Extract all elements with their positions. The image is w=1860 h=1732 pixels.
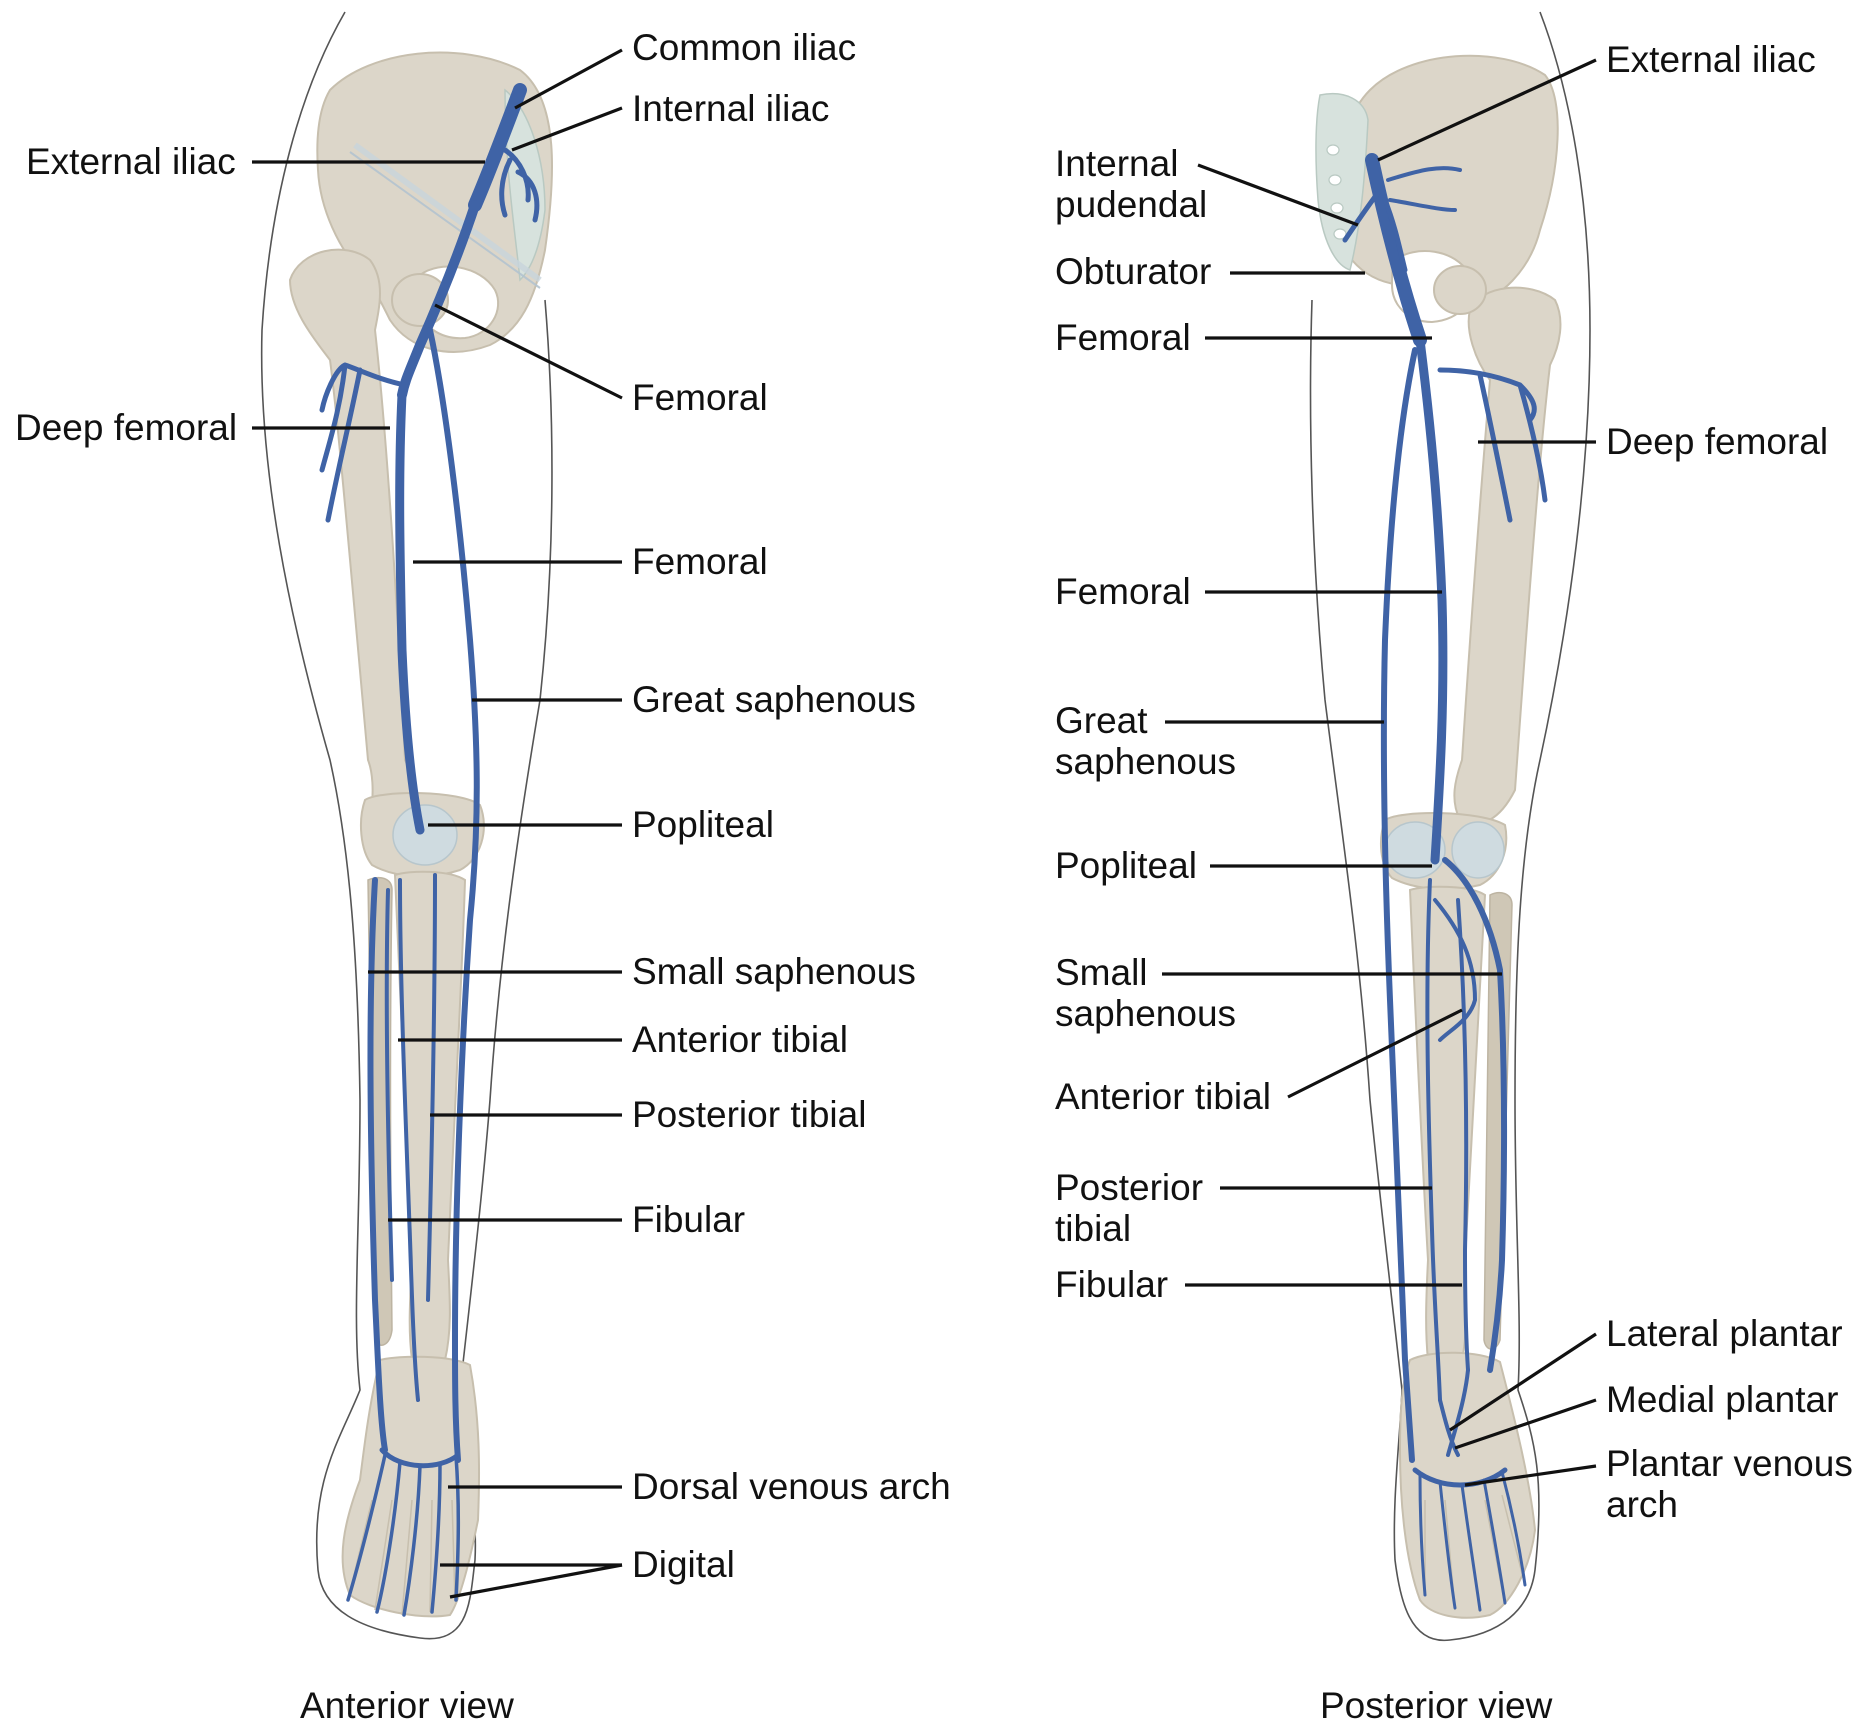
anterior-label-femoral-mid: Femoral: [632, 541, 768, 582]
posterior-plantar-digital-veins: [1418, 1470, 1527, 1612]
posterior-femur: [1453, 286, 1562, 825]
posterior-fibula: [1483, 892, 1513, 1350]
posterior-label-femoral-mid: Femoral: [1055, 571, 1191, 612]
posterior-obturator-vein: [1386, 166, 1462, 212]
anterior-skin-outline: [260, 11, 553, 1640]
anterior-label-posterior-tibial: Posterior tibial: [632, 1094, 866, 1135]
posterior-label-great-saphenous-2: saphenous: [1055, 741, 1236, 782]
posterior-label-plantar-venous-arch-1: Plantar venous: [1606, 1443, 1853, 1484]
posterior-external-iliac-vein: [1365, 153, 1427, 347]
posterior-label-obturator: Obturator: [1055, 251, 1211, 292]
posterior-label-internal-pudendal-1: Internal: [1055, 143, 1178, 184]
posterior-label-lateral-plantar: Lateral plantar: [1606, 1313, 1843, 1354]
anterior-label-external-iliac: External iliac: [26, 141, 236, 182]
anterior-internal-iliac-vein: [499, 147, 540, 223]
posterior-internal-pudendal-vein: [1342, 187, 1408, 273]
anterior-label-common-iliac: Common iliac: [632, 27, 856, 68]
anterior-caption: Anterior view: [300, 1685, 514, 1726]
anterior-posterior-tibial-vein: [426, 873, 437, 1302]
posterior-fibular-vein: [1456, 898, 1470, 1372]
posterior-lateral-plantar-vein: [1438, 1398, 1460, 1457]
anterior-inguinal-ligament: [353, 142, 542, 283]
posterior-label-anterior-tibial: Anterior tibial: [1055, 1076, 1271, 1117]
posterior-anterior-tibial-vein: [1433, 898, 1477, 1042]
anterior-label-dorsal-venous-arch: Dorsal venous arch: [632, 1466, 951, 1507]
posterior-small-saphenous-vein: [1442, 857, 1508, 1373]
anterior-common-iliac-vein: [468, 83, 527, 212]
posterior-femoral-vein: [1415, 335, 1448, 865]
posterior-tibia: [1408, 885, 1487, 1361]
anterior-label-anterior-tibial: Anterior tibial: [632, 1019, 848, 1060]
anterior-deep-femoral-vein: [319, 362, 408, 523]
anterior-external-iliac-vein: [397, 200, 480, 400]
posterior-great-saphenous-vein: [1380, 347, 1418, 1463]
posterior-caption: Posterior view: [1320, 1685, 1553, 1726]
anterior-small-saphenous-vein: [367, 877, 388, 1453]
anterior-femoral-vein: [395, 390, 425, 835]
posterior-label-fibular: Fibular: [1055, 1264, 1168, 1305]
anterior-label-internal-iliac: Internal iliac: [632, 88, 829, 129]
posterior-femoral-head: [1433, 265, 1487, 315]
posterior-posterior-tibial-vein: [1425, 878, 1442, 1402]
posterior-label-posterior-tibial-2: tibial: [1055, 1208, 1131, 1249]
anterior-label-femoral-upper: Femoral: [632, 377, 768, 418]
posterior-medial-plantar-vein: [1446, 1368, 1470, 1457]
anterior-leg-illustration: Common iliac Internal iliac External ili…: [15, 11, 951, 1726]
anterior-great-saphenous-vein: [427, 327, 480, 1463]
anterior-patella: [392, 804, 458, 866]
anterior-leader-lines: [252, 48, 623, 1599]
anterior-label-small-saphenous: Small saphenous: [632, 951, 916, 992]
posterior-veins: [1342, 153, 1548, 1612]
anterior-label-digital: Digital: [632, 1544, 735, 1585]
posterior-label-plantar-venous-arch-2: arch: [1606, 1484, 1678, 1525]
posterior-label-popliteal: Popliteal: [1055, 845, 1197, 886]
posterior-leader-lines: [1162, 58, 1597, 1487]
posterior-label-internal-pudendal-2: pudendal: [1055, 184, 1207, 225]
posterior-label-posterior-tibial-1: Posterior: [1055, 1167, 1203, 1208]
posterior-label-external-iliac: External iliac: [1606, 39, 1816, 80]
posterior-sacral-foramina: [1326, 144, 1347, 240]
posterior-plantar-venous-arch: [1412, 1467, 1508, 1488]
posterior-label-great-saphenous-1: Great: [1055, 700, 1148, 741]
posterior-leg-illustration: External iliac Internal pudendal Obturat…: [1055, 11, 1853, 1726]
posterior-label-small-saphenous-2: saphenous: [1055, 993, 1236, 1034]
anterior-digital-veins: [346, 1453, 461, 1617]
anterior-label-fibular: Fibular: [632, 1199, 745, 1240]
posterior-label-femoral-upper: Femoral: [1055, 317, 1191, 358]
posterior-condyle-medial: [1451, 821, 1505, 879]
anterior-label-deep-femoral: Deep femoral: [15, 407, 237, 448]
posterior-label-deep-femoral: Deep femoral: [1606, 421, 1828, 462]
anterior-anterior-tibial-vein: [398, 878, 420, 1402]
posterior-label-medial-plantar: Medial plantar: [1606, 1379, 1838, 1420]
anterior-veins: [319, 83, 540, 1617]
posterior-label-small-saphenous-1: Small: [1055, 952, 1148, 993]
posterior-skin-outline: [1309, 11, 1591, 1642]
anterior-fibular-vein: [384, 888, 394, 1282]
anterior-label-popliteal: Popliteal: [632, 804, 774, 845]
anterior-foot: [341, 1355, 481, 1618]
anterior-label-great-saphenous: Great saphenous: [632, 679, 916, 720]
anterior-ligament-line: [349, 151, 541, 289]
